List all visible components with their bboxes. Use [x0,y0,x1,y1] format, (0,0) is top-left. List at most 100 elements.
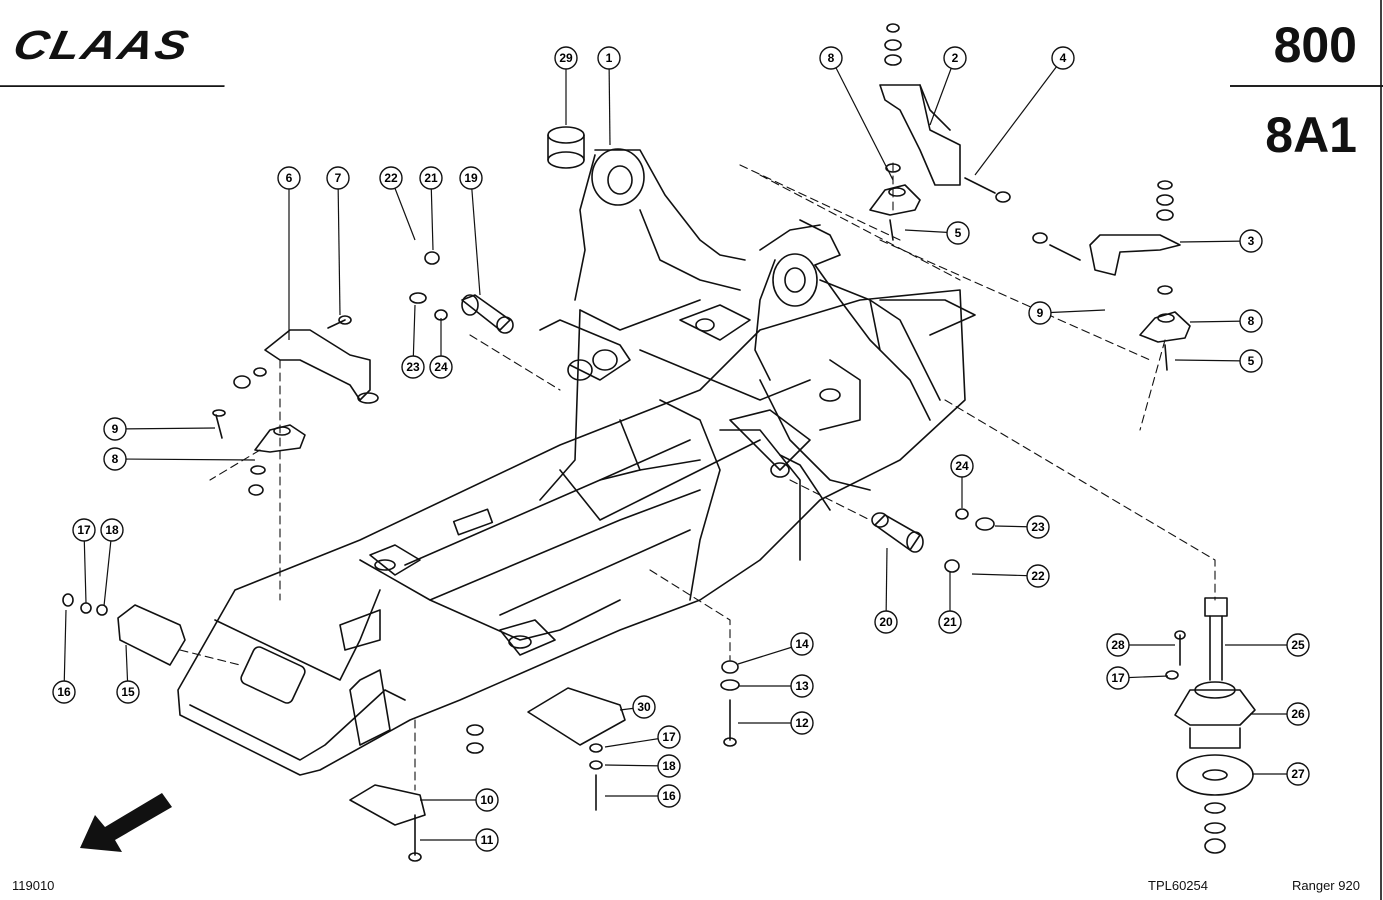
callout-number: 12 [795,716,809,730]
group-code: 800 [1273,17,1357,73]
callout-17: 17 [657,725,681,749]
callout-circle [938,610,962,634]
bracket-3 [964,177,1181,276]
callout-circle [103,447,127,471]
callout-15: 15 [116,680,140,704]
callout-circle [326,166,350,190]
callout-number: 25 [1291,638,1305,652]
callout-number: 13 [795,679,809,693]
callout-13: 13 [790,674,814,698]
callout-circle [1051,46,1075,70]
callout-20: 20 [874,610,898,634]
callout-circle [401,355,425,379]
callout-circle [1028,301,1052,325]
callout-number: 17 [77,523,91,537]
callout-circle [100,518,124,542]
callout-2: 2 [943,46,967,70]
callout-16: 16 [657,784,681,808]
callout-4: 4 [1051,46,1075,70]
pin-20 [871,508,995,573]
callout-circle [1106,633,1130,657]
callout-leader-4 [974,57,1064,176]
cover-plate-15 [62,593,186,666]
callout-circle [874,610,898,634]
callout-21: 21 [419,166,443,190]
callout-1: 1 [597,46,621,70]
callout-5: 5 [1239,349,1263,373]
callout-number: 14 [795,637,809,651]
callout-number: 28 [1111,638,1125,652]
callout-circle [379,166,403,190]
callout-30: 30 [632,695,656,719]
pin-19 [409,251,514,334]
callout-circle [475,788,499,812]
callout-5: 5 [946,221,970,245]
callout-number: 2 [952,51,959,65]
callout-17: 17 [72,518,96,542]
plate-10 [349,724,484,862]
callout-number: 8 [828,51,835,65]
callout-circle [475,828,499,852]
callout-number: 22 [1031,569,1045,583]
callout-12: 12 [790,711,814,735]
bracket-6 [233,315,379,404]
callout-circle [657,725,681,749]
callout-29: 29 [554,46,578,70]
callout-number: 18 [105,523,119,537]
callout-8: 8 [1239,309,1263,333]
callout-number: 29 [559,51,573,65]
rubber-mount-8b [1139,285,1191,371]
callout-number: 24 [434,360,448,374]
callout-leader-1 [608,57,611,146]
callout-leader-7 [337,177,341,316]
callout-circle [1239,309,1263,333]
callout-circle [1026,515,1050,539]
callout-circle [657,784,681,808]
main-frame-chassis [177,279,966,776]
section-code: 8A1 [1265,107,1357,163]
model-name: Ranger 920 [1292,878,1360,893]
callout-28: 28 [1106,633,1130,657]
rubber-mount-8a [869,163,921,241]
callout-number: 8 [1248,314,1255,328]
direction-arrow-icon [80,793,172,852]
callout-16: 16 [52,680,76,704]
callout-number: 23 [1031,520,1045,534]
callout-number: 1 [606,51,613,65]
callout-circle [419,166,443,190]
callout-number: 9 [112,422,119,436]
callout-23: 23 [1026,515,1050,539]
callout-circle [1106,666,1130,690]
callout-number: 15 [121,685,135,699]
callout-circle [597,46,621,70]
callout-leader-9 [114,427,216,430]
callout-9: 9 [1028,301,1052,325]
callout-21: 21 [938,610,962,634]
callout-circle [790,674,814,698]
callout-7: 7 [326,166,350,190]
callout-number: 10 [480,793,494,807]
callout-circle [72,518,96,542]
callout-number: 24 [955,459,969,473]
callout-number: 23 [406,360,420,374]
callout-leader-18 [103,529,113,607]
callout-number: 6 [286,171,293,185]
callout-circle [790,632,814,656]
callout-number: 16 [662,789,676,803]
callout-number: 11 [481,833,494,847]
callout-24: 24 [950,454,974,478]
callout-25: 25 [1286,633,1310,657]
callout-circle [52,680,76,704]
drawing-reference: TPL60254 [1148,878,1208,893]
callout-24: 24 [429,355,453,379]
callout-number: 30 [637,700,651,714]
callout-number: 8 [112,452,119,466]
callout-11: 11 [475,828,499,852]
callout-circle [1286,702,1310,726]
callout-leader-17 [83,529,87,604]
callout-9: 9 [103,417,127,441]
callout-leader-21 [430,177,434,251]
callout-19: 19 [459,166,483,190]
plate-30 [527,687,626,811]
